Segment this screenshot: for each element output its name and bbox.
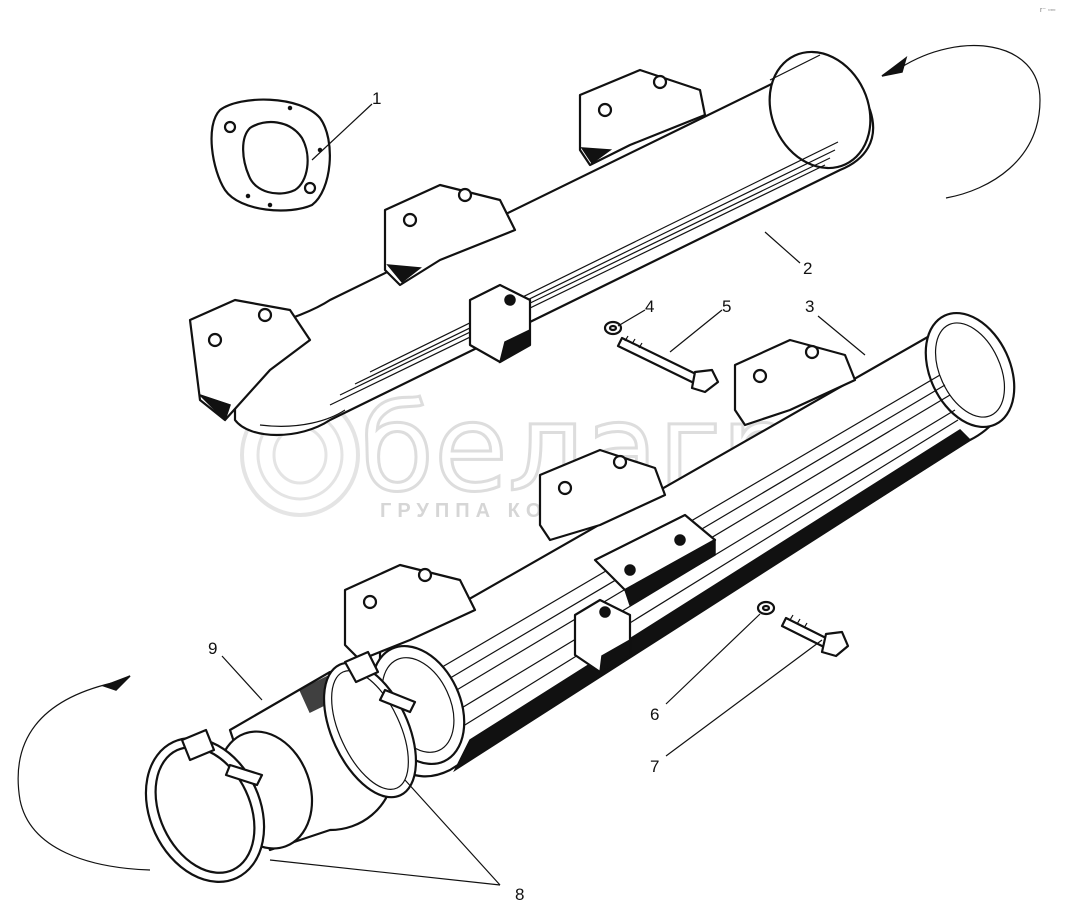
callout-2: 2 bbox=[803, 259, 812, 278]
callout-7: 7 bbox=[650, 757, 659, 776]
callout-1: 1 bbox=[372, 89, 381, 108]
upper-manifold-flange-2 bbox=[383, 183, 517, 287]
clamp-part-8-lower bbox=[144, 728, 266, 883]
flow-arrow-top bbox=[881, 44, 1041, 199]
lower-manifold-part-3 bbox=[343, 311, 1016, 778]
callout-8: 8 bbox=[515, 885, 524, 904]
callout-5: 5 bbox=[722, 297, 731, 316]
upper-manifold-flange-1 bbox=[188, 298, 312, 422]
callout-9: 9 bbox=[208, 639, 217, 658]
lower-manifold-boss bbox=[573, 598, 632, 674]
flow-arrow-bottom bbox=[17, 675, 151, 871]
lower-manifold-flange-1 bbox=[343, 563, 477, 662]
lower-manifold-flange-3 bbox=[733, 338, 857, 427]
corner-mark: r⁻ ▫▫▫ bbox=[1040, 7, 1055, 14]
leader-lines bbox=[221, 103, 866, 886]
lower-manifold-flange-2 bbox=[538, 448, 667, 542]
bolt-part-5 bbox=[616, 335, 720, 394]
upper-manifold-boss bbox=[468, 283, 532, 364]
callout-6: 6 bbox=[650, 705, 659, 724]
callout-labels: 1 2 3 4 5 6 7 8 9 bbox=[208, 89, 814, 904]
upper-manifold-part-2 bbox=[188, 50, 875, 436]
bolt-part-7 bbox=[780, 614, 850, 658]
callout-3: 3 bbox=[805, 297, 814, 316]
upper-manifold-flange-3 bbox=[578, 68, 707, 167]
washer-part-6 bbox=[756, 600, 776, 616]
callout-4: 4 bbox=[645, 297, 654, 316]
clamp-part-8-upper bbox=[322, 650, 418, 799]
washer-part-4 bbox=[603, 320, 623, 336]
lower-manifold-mounting-pad bbox=[593, 513, 717, 607]
upper-manifold-shading bbox=[259, 141, 839, 427]
gasket-part-1 bbox=[210, 98, 331, 212]
